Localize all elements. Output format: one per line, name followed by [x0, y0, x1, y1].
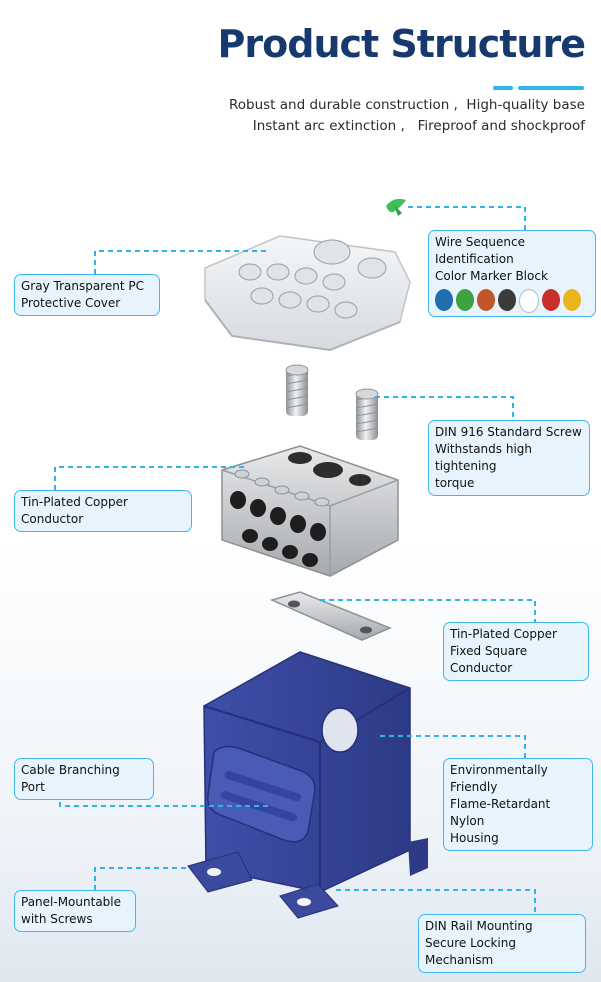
- label-conductor: Tin-Plated Copper Conductor: [14, 490, 192, 532]
- label-cover-line-1: Gray Transparent PC: [21, 279, 144, 293]
- label-din-line-2: Secure Locking Mechanism: [425, 936, 516, 967]
- marker-swatch-5: [519, 289, 539, 313]
- label-housing-line-3: Housing: [450, 831, 499, 845]
- label-square-conductor: Tin-Plated Copper Fixed Square Conductor: [443, 622, 589, 681]
- leader-lines: [54, 206, 536, 914]
- label-panel-line-2: with Screws: [21, 912, 93, 926]
- label-cover: Gray Transparent PC Protective Cover: [14, 274, 160, 316]
- hex-screws: [285, 364, 379, 440]
- conductor-block: [221, 445, 399, 577]
- label-panel-mount: Panel-Mountable with Screws: [14, 890, 136, 932]
- label-marker-block-line-2: Color Marker Block: [435, 269, 548, 283]
- title-accent-short: [493, 86, 513, 90]
- label-housing: Environmentally Friendly Flame-Retardant…: [443, 758, 593, 851]
- marker-swatch-1: [435, 289, 453, 311]
- label-din-line-1: DIN Rail Mounting: [425, 919, 533, 933]
- page-title: Product Structure: [217, 22, 586, 66]
- marker-swatch-3: [477, 289, 495, 311]
- transparent-cover: [204, 235, 411, 352]
- label-housing-line-2: Flame-Retardant Nylon: [450, 797, 551, 828]
- marker-swatch-2: [456, 289, 474, 311]
- marker-swatch-7: [563, 289, 581, 311]
- label-screw-line-2: Withstands high tightening: [435, 442, 533, 473]
- label-marker-block: Wire Sequence Identification Color Marke…: [428, 230, 596, 317]
- color-marker-swatches: [435, 289, 589, 313]
- label-screw: DIN 916 Standard Screw Withstands high t…: [428, 420, 590, 496]
- square-conductor-bar: [269, 591, 392, 641]
- label-marker-block-line-1: Wire Sequence Identification: [435, 235, 525, 266]
- marker-swatch-4: [498, 289, 516, 311]
- label-din-rail: DIN Rail Mounting Secure Locking Mechani…: [418, 914, 586, 973]
- label-square-line-1: Tin-Plated Copper: [450, 627, 557, 641]
- label-panel-line-1: Panel-Mountable: [21, 895, 122, 909]
- label-screw-line-1: DIN 916 Standard Screw: [435, 425, 582, 439]
- label-branching-port: Cable Branching Port: [14, 758, 154, 800]
- label-cover-line-2: Protective Cover: [21, 296, 121, 310]
- nylon-housing: [187, 651, 428, 919]
- marker-swatch-6: [542, 289, 560, 311]
- label-square-line-2: Fixed Square Conductor: [450, 644, 528, 675]
- title-accent-long: [518, 86, 584, 90]
- subtitle-line-1: Robust and durable construction , High-q…: [228, 97, 585, 113]
- green-marker-piece: [386, 198, 406, 216]
- subtitle-line-2: Instant arc extinction , Fireproof and s…: [252, 118, 585, 134]
- label-housing-line-1: Environmentally Friendly: [450, 763, 548, 794]
- label-screw-line-3: torque: [435, 476, 475, 490]
